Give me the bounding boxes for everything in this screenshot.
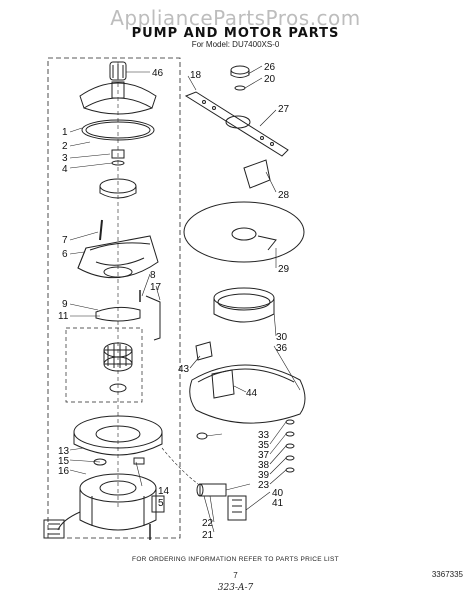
- callout-5: 5: [158, 498, 164, 509]
- rotor: [103, 342, 133, 372]
- callout-27: 27: [278, 104, 290, 115]
- seal-plate: [95, 306, 141, 322]
- callout-38: 38: [258, 460, 270, 471]
- callout-23: 23: [258, 480, 270, 491]
- model-line: For Model: DU7400XS-0: [191, 40, 280, 49]
- callout-7: 7: [62, 235, 68, 246]
- sensor-bracket: [195, 341, 213, 361]
- callout-9: 9: [62, 299, 68, 310]
- callout-11: 11: [58, 311, 69, 322]
- document-code: 323-A-7: [217, 583, 254, 593]
- callout-37: 37: [258, 450, 270, 461]
- callout-16: 16: [58, 466, 70, 477]
- seal-ring: [81, 119, 155, 141]
- spray-arm: [184, 91, 289, 157]
- callout-1: 1: [62, 127, 68, 138]
- callout-6: 6: [62, 249, 68, 260]
- callout-43: 43: [178, 364, 190, 375]
- fitting-small: [111, 149, 125, 159]
- motor-core-frame: [65, 327, 143, 403]
- spray-arm-cap: [230, 65, 250, 75]
- callout-35: 35: [258, 440, 270, 451]
- pump-cover-top: [79, 61, 157, 115]
- drain-ring: [189, 364, 306, 424]
- bracket: [145, 295, 161, 341]
- callout-21: 21: [202, 530, 214, 541]
- filter-seal: [213, 287, 275, 323]
- callout-36: 36: [276, 343, 288, 354]
- callout-33: 33: [258, 430, 270, 441]
- callout-44: 44: [246, 388, 258, 399]
- mounting-strap: [211, 369, 235, 399]
- callout-17: 17: [150, 282, 162, 293]
- callout-26: 26: [264, 62, 276, 73]
- callout-4: 4: [62, 164, 68, 175]
- callout-14: 14: [158, 486, 170, 497]
- motor: [79, 473, 165, 531]
- drain-valve: [196, 483, 247, 521]
- callout-13: 13: [58, 446, 70, 457]
- page-title: PUMP AND MOTOR PARTS: [131, 26, 340, 41]
- callout-41: 41: [272, 498, 284, 509]
- filter-screen: [183, 201, 305, 263]
- leader-lines: [69, 65, 301, 533]
- pump-housing: [77, 235, 159, 279]
- callout-15: 15: [58, 456, 70, 467]
- callout-22: 22: [202, 518, 214, 529]
- clip: [133, 457, 145, 465]
- spray-arm-clip: [243, 159, 271, 189]
- callout-29: 29: [278, 264, 290, 275]
- callout-40: 40: [272, 488, 284, 499]
- ordering-note: FOR ORDERING INFORMATION REFER TO PARTS …: [132, 556, 339, 563]
- callout-3: 3: [62, 153, 68, 164]
- callout-8: 8: [150, 270, 156, 281]
- wire-lead: [57, 511, 81, 531]
- callout-46: 46: [152, 68, 164, 79]
- diagram-part-number: 3367335: [431, 570, 463, 579]
- pin: [99, 219, 103, 241]
- callout-2: 2: [62, 141, 68, 152]
- bearing: [109, 383, 127, 393]
- motor-mount-plate: [73, 415, 163, 456]
- callout-18: 18: [190, 70, 202, 81]
- watermark: AppliancePartsPros.com: [110, 6, 361, 30]
- callout-30: 30: [276, 332, 288, 343]
- callout-39: 39: [258, 470, 270, 481]
- wire-connector: [43, 519, 65, 539]
- assembly-frame: [47, 57, 181, 539]
- page-number: 7: [233, 571, 238, 580]
- callout-28: 28: [278, 190, 290, 201]
- callout-20: 20: [264, 74, 276, 85]
- washer: [234, 85, 246, 91]
